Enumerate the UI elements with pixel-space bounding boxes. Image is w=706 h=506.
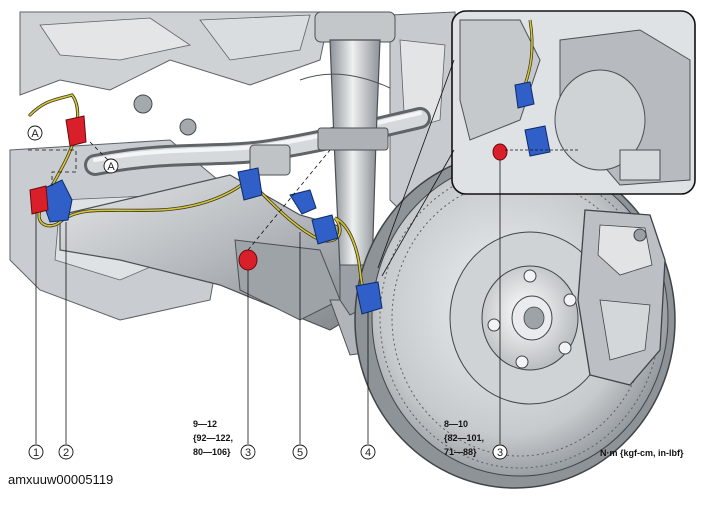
svg-text:{92—122,: {92—122, [193,433,233,443]
callout-3-left: 3 [240,444,256,460]
harness-clip-arm-lower [311,214,339,245]
svg-text:9—12: 9—12 [193,419,217,429]
svg-text:2: 2 [63,447,69,459]
wheel-studs [487,269,577,369]
inset-leaders [377,59,455,277]
callout-5: 5 [292,444,308,460]
harness-clip-arm [289,189,317,215]
brake-caliper [577,209,666,386]
callout-leaders [35,160,501,444]
strut-assembly [299,11,396,316]
callout-4: 4 [360,444,376,460]
svg-text:71—88}: 71—88} [444,447,477,457]
callout-1: 1 [28,444,44,460]
hidden-lines [28,141,331,251]
harness-clips [43,167,383,315]
svg-text:3: 3 [245,447,251,459]
torque-spec-left: 9—12 {92—122, 80—106} [193,419,233,457]
torque-units-label: N·m {kgf-cm, in-lbf} [600,448,684,458]
harness-bracket-bolt [29,185,49,215]
svg-text:3: 3 [497,447,503,459]
inset-marker-a2: A [103,158,119,174]
inset-marker-a1: A [27,125,43,141]
svg-text:80—106}: 80—106} [193,447,231,457]
abs-wheel-sensor [355,281,383,315]
harness-bracket-bolt-upper [65,115,87,147]
sensor-harness-bolt [238,249,258,271]
svg-text:1: 1 [33,447,39,459]
svg-text:A: A [107,161,115,173]
svg-text:{82—101,: {82—101, [444,433,484,443]
svg-text:5: 5 [297,447,303,459]
bolts [29,115,258,271]
callout-2: 2 [58,444,74,460]
detail-inset [451,10,696,195]
svg-text:8—10: 8—10 [444,419,468,429]
figure-id: amxuuw00005119 [8,472,114,487]
torque-spec-right: 8—10 {82—101, 71—88} [444,419,484,457]
svg-text:4: 4 [365,447,371,459]
callout-3-right: 3 [492,444,508,460]
harness-clip-upper [237,167,263,201]
sensor-harness-core [29,94,371,306]
svg-text:A: A [31,128,39,140]
